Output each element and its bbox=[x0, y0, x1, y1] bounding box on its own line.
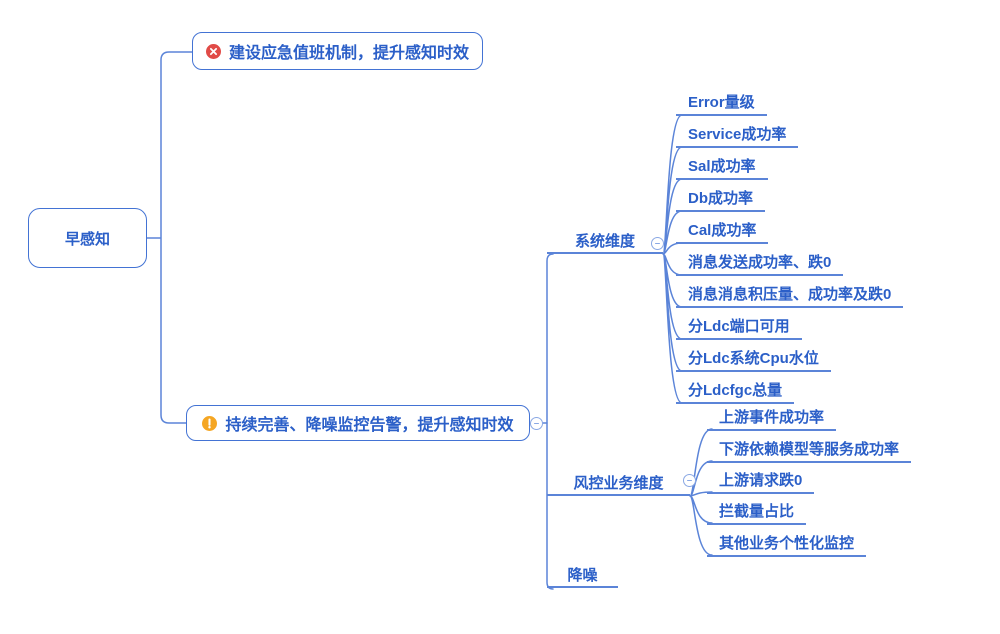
leaf-topic[interactable]: 拦截量占比 bbox=[707, 501, 807, 525]
leaf-topic[interactable]: 上游请求跌0 bbox=[707, 470, 815, 494]
edge-branch2-trunk bbox=[546, 253, 554, 590]
leaf-topic[interactable]: 消息发送成功率、跌0 bbox=[676, 252, 844, 276]
collapse-icon[interactable] bbox=[651, 237, 664, 250]
subtopic-label: 降噪 bbox=[567, 566, 598, 584]
subtopic-label: 风控业务维度 bbox=[573, 474, 664, 492]
error-cross-badge-icon bbox=[205, 43, 221, 59]
subtopic-label: 系统维度 bbox=[574, 232, 635, 250]
branch-topic-label: 建设应急值班机制，提升感知时效 bbox=[228, 45, 469, 62]
leaf-topic[interactable]: Service成功率 bbox=[676, 124, 799, 148]
leaf-topic[interactable]: 分Ldc端口可用 bbox=[676, 316, 802, 340]
branch-topic-emergency-duty[interactable]: 建设应急值班机制，提升感知时效 bbox=[192, 32, 483, 70]
root-topic[interactable]: 早感知 bbox=[28, 208, 147, 268]
edge-sys-fan bbox=[662, 114, 683, 404]
collapse-icon[interactable] bbox=[683, 474, 696, 487]
leaf-topic[interactable]: 上游事件成功率 bbox=[707, 407, 837, 431]
subtopic-system-dimension[interactable]: 系统维度 bbox=[547, 230, 663, 254]
collapse-icon[interactable] bbox=[530, 417, 543, 430]
leaf-topic[interactable]: Sal成功率 bbox=[676, 156, 768, 180]
leaf-topic[interactable]: 下游依赖模型等服务成功率 bbox=[707, 439, 912, 463]
edge-fk-fan bbox=[689, 428, 713, 556]
subtopic-noise-reduction[interactable]: 降噪 bbox=[547, 564, 618, 588]
leaf-topic[interactable]: 消息消息积压量、成功率及跌0 bbox=[676, 284, 904, 308]
root-topic-label: 早感知 bbox=[64, 230, 110, 248]
leaf-topic[interactable]: 分Ldc系统Cpu水位 bbox=[676, 348, 831, 372]
branch-topic-monitor-alerts[interactable]: 持续完善、降噪监控告警，提升感知时效 bbox=[186, 405, 530, 441]
branch-topic-label: 持续完善、降噪监控告警，提升感知时效 bbox=[225, 417, 514, 434]
leaf-topic[interactable]: Error量级 bbox=[676, 92, 767, 116]
leaf-topic[interactable]: 分Ldcfgc总量 bbox=[676, 380, 795, 404]
subtopic-riskcontrol-dimension[interactable]: 风控业务维度 bbox=[547, 472, 690, 496]
edge-root-trunk bbox=[146, 51, 193, 424]
warning-exclamation-badge-icon bbox=[202, 415, 218, 431]
leaf-topic[interactable]: 其他业务个性化监控 bbox=[707, 533, 867, 557]
leaf-topic[interactable]: Db成功率 bbox=[676, 188, 765, 212]
leaf-topic[interactable]: Cal成功率 bbox=[676, 220, 769, 244]
